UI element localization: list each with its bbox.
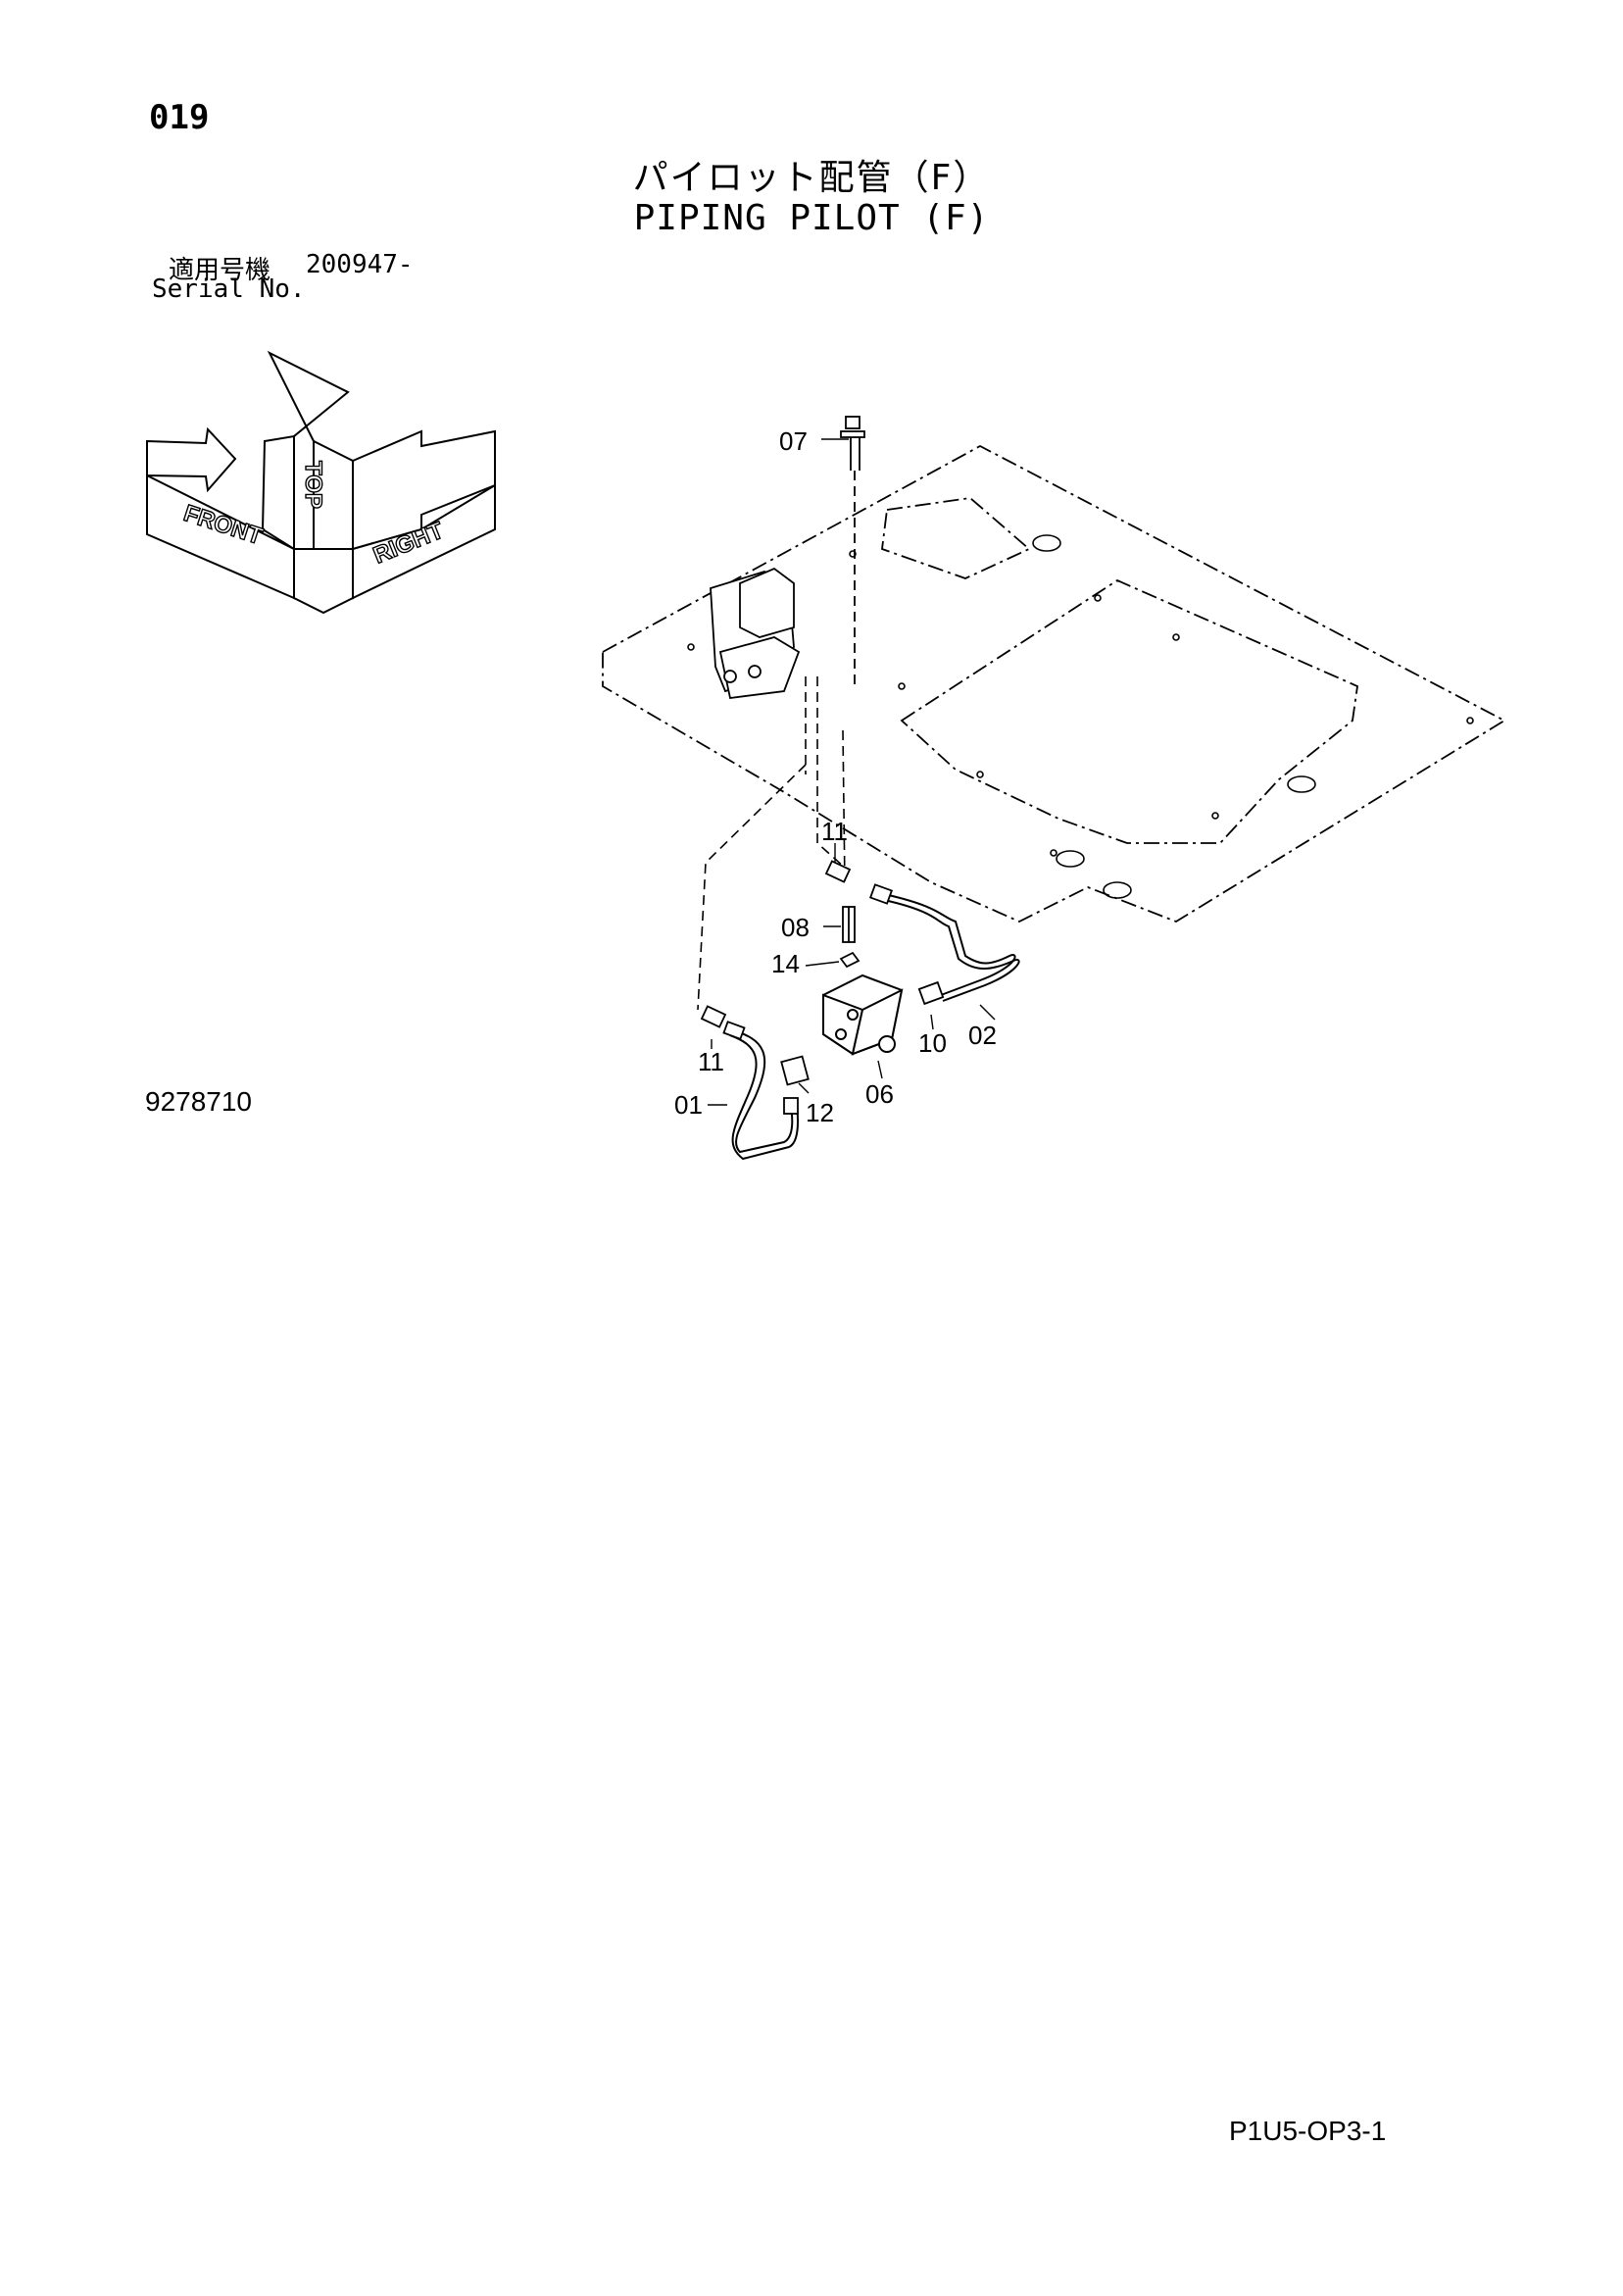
page-code: P1U5-OP3-1 xyxy=(1229,2116,1387,2146)
callout-11-lower: 11 xyxy=(698,1047,724,1076)
callout-07: 07 xyxy=(779,426,808,456)
valve-assembly xyxy=(710,567,801,699)
frame-holes xyxy=(687,534,1474,899)
fittings xyxy=(700,860,945,1115)
bolt-07 xyxy=(840,416,865,686)
callout-12: 12 xyxy=(806,1098,834,1127)
orientation-indicator xyxy=(146,350,496,615)
callout-01: 01 xyxy=(674,1090,703,1120)
serial-value: 200947- xyxy=(306,250,414,279)
callout-08: 08 xyxy=(781,913,810,942)
serial-label-en: Serial No. xyxy=(152,275,306,304)
pipes xyxy=(729,893,1020,1161)
callout-06: 06 xyxy=(865,1079,894,1109)
orientation-top-label: TOP xyxy=(300,461,326,509)
callout-11-upper: 11 xyxy=(821,817,848,846)
callout-14: 14 xyxy=(771,949,800,978)
callout-10: 10 xyxy=(918,1028,947,1058)
frame-plate xyxy=(602,444,1506,923)
page-title-en: PIPING PILOT (F) xyxy=(633,198,990,238)
leader-lines xyxy=(708,438,996,1106)
block-06 xyxy=(822,973,904,1056)
serial-label-jp: 適用号機 xyxy=(169,256,271,285)
page-title-jp: パイロット配管（F） xyxy=(632,158,991,198)
page-number: 019 xyxy=(149,98,210,137)
callout-02: 02 xyxy=(968,1021,997,1050)
part-08-14 xyxy=(839,906,861,969)
figure-number: 9278710 xyxy=(145,1086,253,1117)
